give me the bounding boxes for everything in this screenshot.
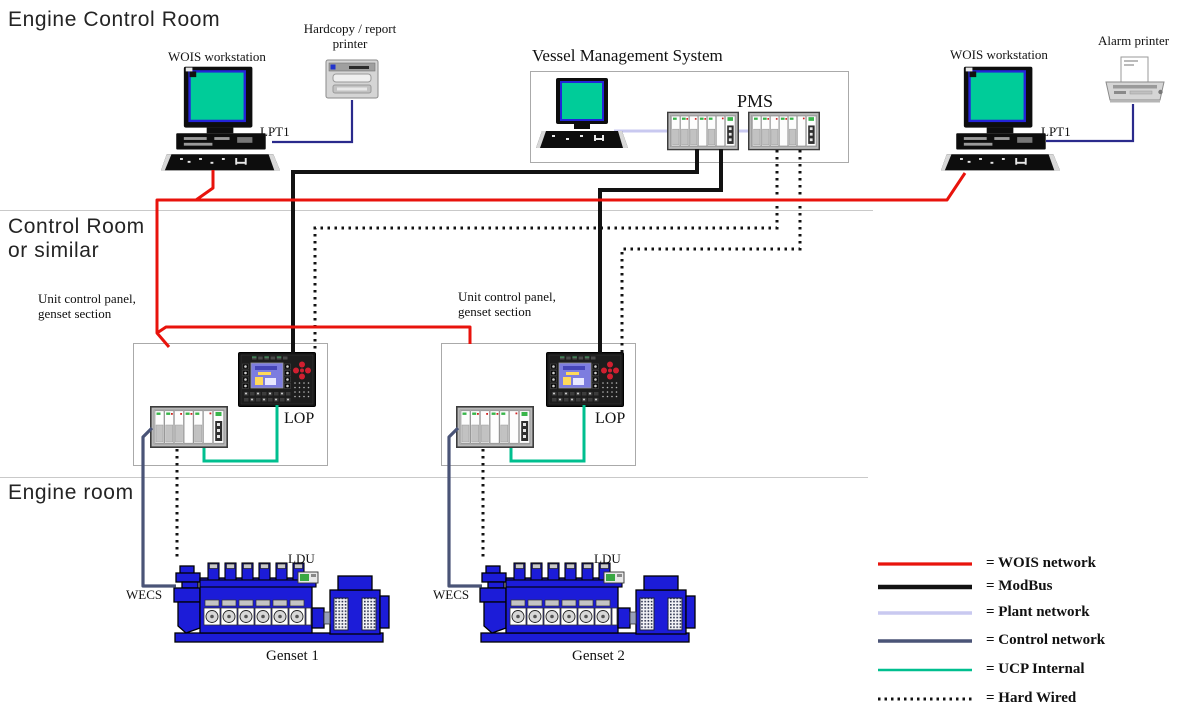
hardcopy-printer-label: Hardcopy / report printer bbox=[296, 21, 404, 51]
ucp1-label: Unit control panel, genset section bbox=[38, 291, 136, 321]
legend-label-control: = Control network bbox=[986, 632, 1106, 648]
left-workstation bbox=[161, 64, 280, 174]
hardcopy-printer-icon bbox=[325, 56, 379, 100]
hardcopy-printer-label-line2: printer bbox=[332, 35, 368, 51]
genset2-label: Genset 2 bbox=[572, 648, 625, 664]
lop2-panel bbox=[546, 352, 624, 407]
ucp2-label-line1: Unit control panel, bbox=[458, 289, 556, 304]
ucp1-label-line2: genset section bbox=[38, 305, 112, 321]
genset2-engine bbox=[478, 556, 700, 648]
legend-swatch-ucp bbox=[878, 668, 972, 671]
lop1-panel bbox=[238, 352, 316, 407]
hardwired-line-ucp2 bbox=[620, 150, 802, 353]
legend-row-wois: = WOIS network bbox=[876, 555, 1096, 572]
pms-label: PMS bbox=[737, 91, 774, 111]
right-workstation bbox=[941, 64, 1060, 174]
legend-swatch-plant bbox=[878, 610, 972, 615]
right-lpt1-label: LPT1 bbox=[1041, 124, 1071, 139]
wois-line-backbone bbox=[196, 172, 967, 202]
vms-rack-1 bbox=[667, 111, 739, 151]
pms-rack bbox=[748, 111, 820, 151]
vms-title: Vessel Management System bbox=[532, 46, 723, 65]
wecs2-label: WECS bbox=[433, 587, 470, 602]
ucp2-label: Unit control panel, genset section bbox=[458, 289, 556, 319]
legend-label-hardwired: = Hard Wired bbox=[986, 690, 1077, 706]
wois-line-ucp2-branch bbox=[156, 325, 472, 344]
legend-label-modbus: = ModBus bbox=[986, 578, 1053, 594]
ucp2-label-line2: genset section bbox=[458, 303, 532, 319]
wois-line-left-drop bbox=[155, 170, 215, 348]
legend-row-control: = Control network bbox=[876, 632, 1105, 649]
section-title-control-room: Control Room or similar bbox=[8, 215, 145, 263]
legend-swatch-wois bbox=[878, 561, 972, 566]
lop1-label: LOP bbox=[284, 410, 315, 427]
legend-row-modbus: = ModBus bbox=[876, 578, 1052, 595]
modbus-line-ucp2 bbox=[598, 149, 723, 353]
ucp1-label-line1: Unit control panel, bbox=[38, 291, 136, 306]
ldu1-label: LDU bbox=[288, 551, 315, 566]
engine-room-divider bbox=[0, 477, 868, 478]
legend-swatch-control bbox=[878, 638, 972, 643]
hardcopy-printer-label-line1: Hardcopy / report bbox=[303, 21, 397, 36]
alarm-printer-label: Alarm printer bbox=[1098, 33, 1170, 48]
legend-label-plant: = Plant network bbox=[986, 604, 1090, 620]
legend-label-wois: = WOIS network bbox=[986, 555, 1096, 571]
legend-row-ucp: = UCP Internal bbox=[876, 661, 1085, 678]
legend-row-plant: = Plant network bbox=[876, 604, 1090, 621]
control-room-divider bbox=[0, 210, 873, 211]
legend-label-ucp: = UCP Internal bbox=[986, 661, 1085, 677]
ucp1-rack bbox=[150, 406, 228, 448]
section-title-engine-room: Engine room bbox=[8, 481, 134, 504]
ucp2-rack bbox=[456, 406, 534, 448]
genset1-label: Genset 1 bbox=[266, 648, 319, 664]
legend-row-hardwired: = Hard Wired bbox=[876, 690, 1076, 707]
legend-swatch-hardwired bbox=[878, 697, 972, 700]
lop2-label: LOP bbox=[595, 410, 626, 427]
vms-computer bbox=[536, 78, 628, 152]
section-title-engine-control-room: Engine Control Room bbox=[8, 8, 221, 31]
left-workstation-label: WOIS workstation bbox=[168, 49, 266, 64]
right-workstation-label: WOIS workstation bbox=[950, 47, 1048, 62]
ldu2-label: LDU bbox=[594, 551, 621, 566]
modbus-line-ucp1 bbox=[291, 149, 699, 353]
left-lpt1-label: LPT1 bbox=[260, 124, 290, 139]
genset1-engine bbox=[172, 556, 394, 648]
legend-swatch-modbus bbox=[878, 584, 972, 589]
hardwired-line-ucp1 bbox=[313, 150, 779, 353]
control-room-line1: Control Room bbox=[8, 215, 145, 238]
alarm-printer-icon bbox=[1104, 56, 1166, 104]
control-room-line2: or similar bbox=[8, 239, 100, 263]
wecs1-label: WECS bbox=[126, 587, 163, 602]
